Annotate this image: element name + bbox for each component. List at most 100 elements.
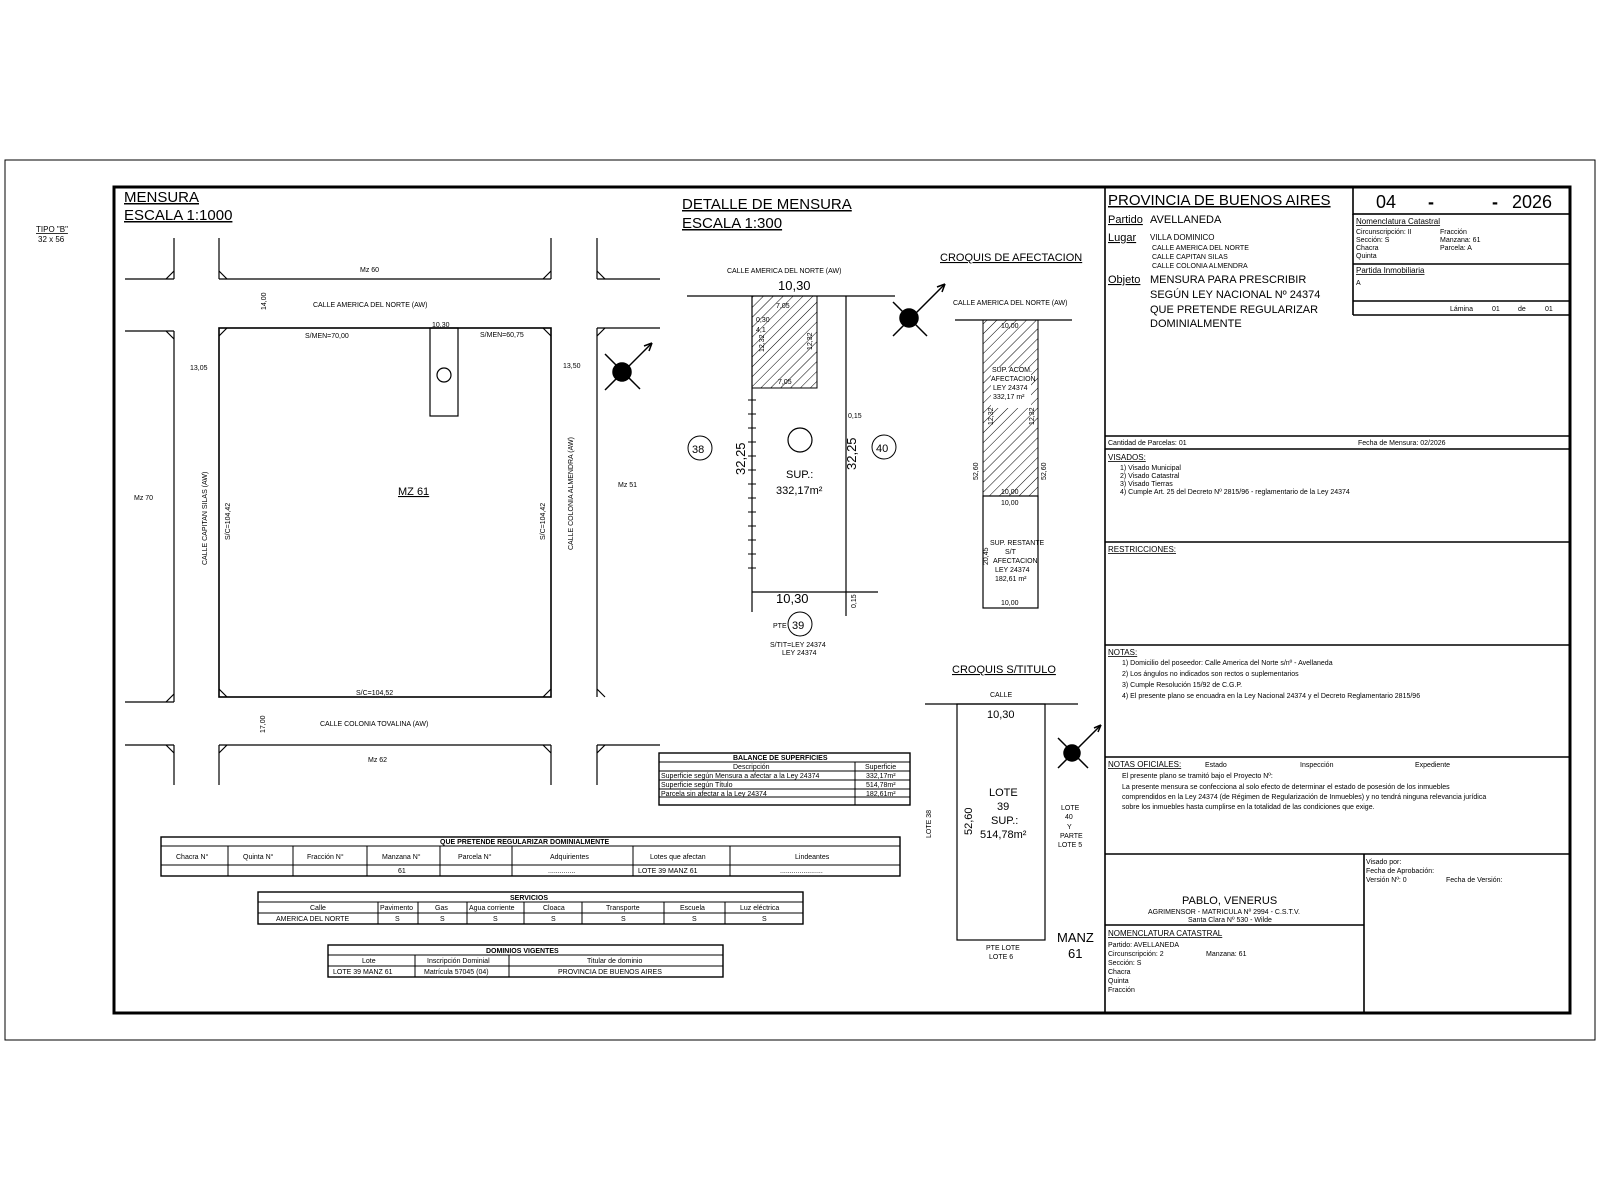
width-left: 13,05 (190, 365, 208, 372)
lamina-de: de (1518, 306, 1526, 313)
afect-w2: 10,00 (1001, 489, 1019, 496)
afect-hatch-r: 12,32 (1029, 407, 1036, 425)
dim-top-left: S/MEN=70,00 (305, 333, 349, 340)
nom2-l5: Quinta (1108, 978, 1129, 985)
street-right: CALLE COLONIA ALMENDRA (AW) (568, 437, 575, 550)
version: Versión Nº: 0 (1366, 877, 1407, 884)
dom-h-1: Inscripción Dominial (427, 958, 490, 965)
detail-left-depth: 32,25 (733, 442, 748, 475)
detail-right-depth: 32,25 (844, 437, 859, 470)
afect-sup1-b: AFECTACION (991, 376, 1036, 383)
visado-1: 1) Visado Municipal (1120, 465, 1181, 472)
lugar-l4: CALLE COLONIA ALMENDRA (1152, 263, 1248, 270)
nom-l2b: Manzana: 61 (1440, 237, 1481, 244)
dom-c-1: Matrícula 57045 (04) (424, 969, 489, 976)
nota-of-1: El presente plano se tramitó bajo el Pro… (1122, 773, 1273, 780)
afect-w3: 10,00 (1001, 500, 1019, 507)
fecha-mensura: Fecha de Mensura: 02/2026 (1358, 440, 1446, 447)
title-block-frame (1104, 186, 1571, 1013)
mz-right: Mz 51 (618, 482, 637, 489)
lugar-label: Lugar (1108, 232, 1136, 244)
reg-h-0: Chacra N° (176, 853, 209, 861)
afect-label-bg-2 (989, 533, 1033, 587)
servicios-title: SERVICIOS (510, 895, 548, 902)
tipo-size: 32 x 56 (38, 235, 65, 244)
mz-top: Mz 60 (360, 267, 379, 274)
partido-value: AVELLANEDA (1150, 214, 1222, 226)
reg-c-5: .............. (548, 868, 575, 875)
width-bottom: 17,00 (260, 715, 267, 733)
lugar-value: VILLA DOMINICO (1150, 233, 1214, 242)
titulo-depth: 52,60 (963, 807, 975, 835)
balance-r3-val: 182,61m² (866, 791, 896, 798)
nota-of-3: comprendidos en la Ley 24374 (de Régimen… (1122, 794, 1486, 801)
servicios-table (257, 891, 804, 925)
reg-h-3: Manzana N° (382, 853, 421, 861)
lamina-label: Lámina (1450, 306, 1473, 313)
nom-l3b: Parcela: A (1440, 245, 1472, 252)
serv-h-3: Agua corriente (469, 905, 515, 912)
serv-c-6: S (692, 916, 697, 923)
serv-h-0: Calle (310, 905, 326, 912)
nom-l3a: Chacra (1356, 245, 1379, 252)
detail-hatch-left: 12,32 (759, 334, 766, 352)
dim-top-right: S/MEN=60,75 (480, 332, 524, 339)
detail-lot-left: 38 (692, 444, 704, 456)
serv-c-3: S (493, 916, 498, 923)
serv-h-7: Luz eléctrica (740, 905, 779, 912)
nota-of-2: La presente mensura se confecciona al so… (1122, 784, 1450, 791)
nom-l2a: Sección: S (1356, 237, 1390, 244)
titulo-right-lot-3: Y (1067, 824, 1072, 831)
balance-r1-desc: Superficie según Mensura a afectar a la … (661, 773, 819, 780)
lamina-n: 01 (1492, 306, 1500, 313)
lot-39-marker (787, 611, 813, 637)
visados-title: VISADOS: (1108, 453, 1146, 462)
detail-small-a: 0,30 (756, 317, 770, 324)
lot-40-marker (871, 434, 897, 460)
balance-r2-desc: Superficie según Título (661, 782, 733, 789)
reg-h-2: Fracción N° (307, 853, 344, 861)
afect-sup2-a: SUP. RESTANTE (990, 540, 1045, 547)
nom2-l4: Chacra (1108, 969, 1131, 976)
detail-bottom-width: 10,30 (776, 591, 809, 606)
balance-title: BALANCE DE SUPERFICIES (733, 755, 828, 762)
afect-hatch-l: 12,32 (988, 407, 995, 425)
titulo-bottom-lot-1: PTE LOTE (986, 945, 1020, 952)
detail-hatch-right: 12,32 (807, 332, 814, 350)
serv-h-2: Gas (435, 905, 448, 912)
detail-hatch-bottom: 7,05 (778, 379, 792, 386)
objeto-l3: QUE PRETENDE REGULARIZAR (1150, 304, 1318, 316)
reg-h-5: Adquirientes (550, 854, 589, 861)
width-top: 14,00 (261, 292, 268, 310)
dom-c-0: LOTE 39 MANZ 61 (333, 969, 393, 976)
detail-small-b: 4,1 (756, 327, 766, 334)
serv-h-5: Transporte (606, 905, 640, 912)
nota-2: 2) Los ángulos no indicados son rectos o… (1122, 671, 1299, 678)
balance-r3-desc: Parcela sin afectar a la Ley 24374 (661, 791, 767, 798)
mz-bottom: Mz 62 (368, 757, 387, 764)
code-a: 04 (1376, 192, 1396, 212)
outer-frame (4, 159, 1596, 1041)
afect-sup1-a: SUP. ACOM. (992, 367, 1032, 374)
restricciones-title: RESTRICCIONES: (1108, 545, 1176, 554)
professional-l2: Santa Clara Nº 530 - Wilde (1188, 917, 1272, 924)
cantidad-parcelas: Cantidad de Parcelas: 01 (1108, 440, 1187, 447)
titulo-lote-label: LOTE (989, 787, 1018, 799)
nom2-l6: Fracción (1108, 987, 1135, 994)
titulo-sup-value: 514,78m² (980, 829, 1027, 841)
serv-c-2: S (440, 916, 445, 923)
street-top: CALLE AMERICA DEL NORTE (AW) (313, 302, 428, 309)
detail-drawing (687, 295, 895, 616)
nom2-l2a: Circunscripción: 2 (1108, 951, 1164, 958)
regularizar-table (160, 836, 901, 877)
nota-1: 1) Domicilio del poseedor: Calle America… (1122, 660, 1333, 667)
balance-r1-val: 332,17m² (866, 773, 896, 780)
objeto-l1: MENSURA PARA PRESCRIBIR (1150, 274, 1306, 286)
regularizar-title: QUE PRETENDE REGULARIZAR DOMINIALMENTE (440, 839, 610, 846)
reg-h-6: Lotes que afectan (650, 854, 706, 861)
visado-4: 4) Cumple Art. 25 del Decreto Nº 2815/96… (1120, 489, 1350, 496)
nomenclatura-title: Nomenclatura Catastral (1356, 217, 1440, 226)
lugar-l3: CALLE CAPITAN SILAS (1152, 254, 1228, 261)
mensura-scale: ESCALA 1:1000 (124, 207, 232, 224)
